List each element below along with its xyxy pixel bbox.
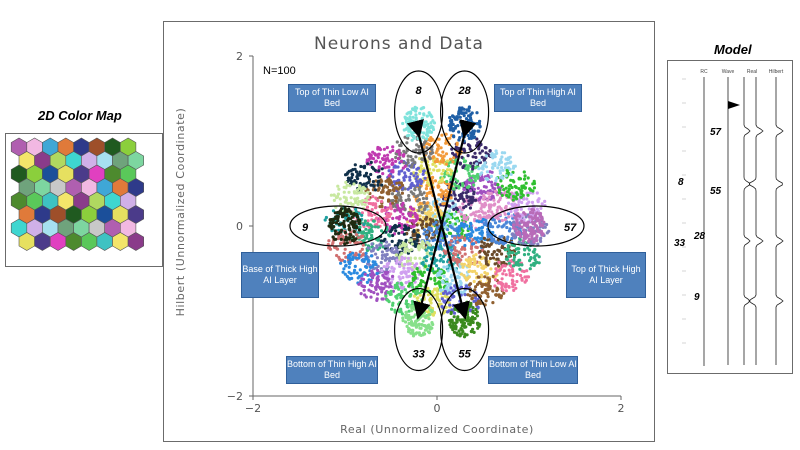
chart-panel: Neurons and Data Real (Unnormalized Coor… (163, 21, 655, 442)
neuron-description-box: Top of Thick High AI Layer (566, 252, 646, 298)
color-map-title: 2D Color Map (38, 108, 122, 123)
trace-marker-label: 8 (678, 177, 684, 188)
neuron-cloud (511, 208, 546, 244)
model-traces: RC Wave Real Hilbert 57 8 55 33 28 9 (674, 69, 784, 366)
neuron-cloud (327, 206, 362, 246)
neuron-ellipse (289, 205, 387, 247)
neuron-description-box: Bottom of Thin High AI Bed (286, 356, 378, 384)
neuron-id-label: 9 (302, 222, 309, 234)
neuron-ellipse (394, 70, 444, 154)
neuron-cloud (496, 168, 537, 202)
neuron-id-label: 28 (457, 85, 471, 97)
neuron-id-label: 57 (564, 222, 577, 234)
neuron-cloud (493, 258, 531, 293)
neurons-scatter-chart: Neurons and Data Real (Unnormalized Coor… (174, 34, 625, 436)
x-tick-label: −2 (245, 402, 261, 415)
y-tick-label: 0 (236, 220, 243, 233)
neuron-id-label: 33 (412, 349, 424, 361)
x-axis-label: Real (Unnormalized Coordinate) (340, 423, 534, 436)
hilbert-trace (775, 77, 784, 365)
neuron-id-label: 55 (458, 349, 471, 361)
hex-color-map (10, 137, 144, 251)
neuron-ellipse (394, 287, 444, 372)
x-tick-label: 2 (618, 402, 625, 415)
sample-count: N=100 (263, 65, 296, 77)
real-trace (748, 77, 764, 365)
wave-trace (743, 77, 751, 365)
y-tick-label: −2 (227, 390, 243, 403)
trace-marker-label: 28 (693, 231, 706, 242)
trace-column-header: Hilbert (769, 69, 784, 75)
neuron-cloud (503, 236, 541, 271)
neuron-cloud (357, 268, 395, 302)
model-title: Model (714, 42, 752, 57)
color-map-panel (5, 133, 163, 267)
trace-marker-label: 55 (710, 186, 722, 197)
y-axis-label: Hilbert (Unnormalized Coordinate) (174, 108, 187, 317)
chart-title: Neurons and Data (314, 34, 484, 54)
neuron-description-box: Bottom of Thin Low AI Bed (488, 356, 578, 384)
neuron-description-box: Top of Thin High AI Bed (494, 84, 582, 112)
neuron-description-box: Top of Thin Low AI Bed (288, 84, 376, 112)
neuron-ellipse (440, 287, 490, 372)
neuron-description-box: Base of Thick High AI Layer (241, 252, 319, 298)
x-tick-label: 0 (434, 402, 441, 415)
neuron-id-label: 8 (416, 85, 423, 97)
hex-cell (127, 232, 144, 251)
trace-column-header: Wave (722, 69, 735, 75)
y-tick-label: 2 (236, 50, 243, 63)
trace-marker-label: 33 (674, 238, 686, 249)
trace-column-header: RC (700, 69, 708, 75)
wavelet (728, 101, 740, 109)
trajectory-arrow (413, 119, 477, 320)
model-panel: RC Wave Real Hilbert 57 8 55 33 28 9 (667, 60, 793, 374)
trace-marker-label: 57 (710, 127, 722, 138)
neuron-ellipse (487, 205, 585, 247)
trace-column-header: Real (747, 69, 757, 75)
neuron-ellipse (440, 70, 490, 154)
trace-marker-label: 9 (694, 292, 700, 303)
